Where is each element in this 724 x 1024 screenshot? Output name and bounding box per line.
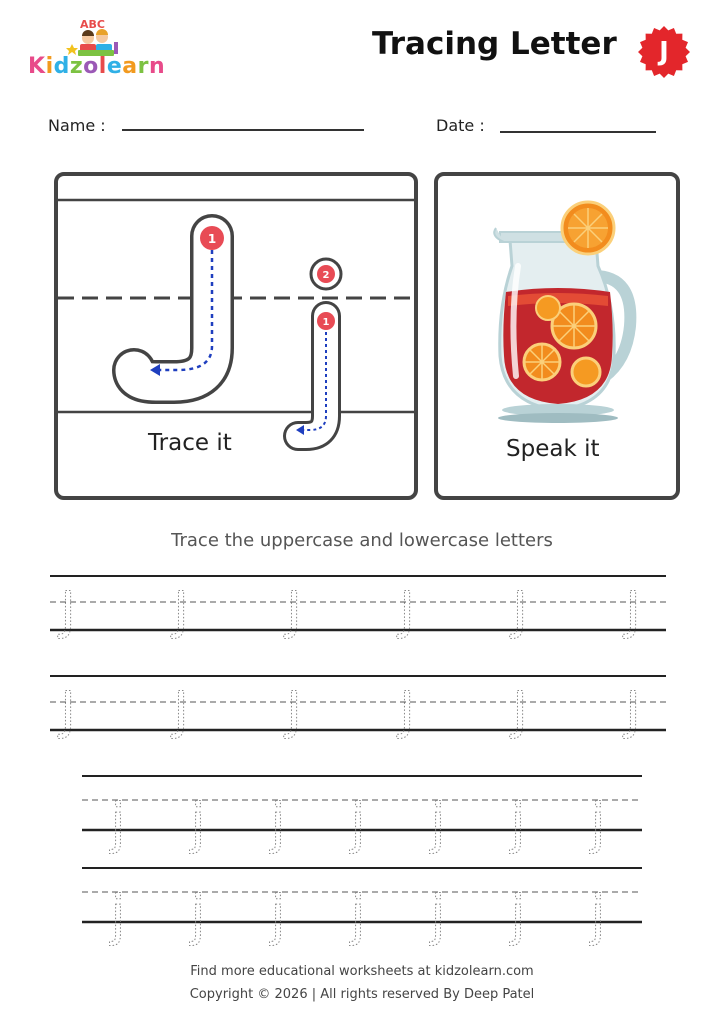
tracing-letter-uppercase: J xyxy=(622,681,640,741)
tracing-letter-uppercase: J xyxy=(622,581,640,641)
logo-letter: a xyxy=(122,54,138,79)
stroke-number: 1 xyxy=(323,317,330,328)
tracing-letter-uppercase: J xyxy=(396,581,414,641)
tracing-letter-lowercase: j xyxy=(189,884,205,947)
logo-abc-text: ABC xyxy=(80,18,105,31)
tracing-letter-lowercase: j xyxy=(349,884,365,947)
kidzolearn-logo: ABC Kidzolearn xyxy=(28,14,168,86)
tracing-letter-lowercase: j xyxy=(269,792,285,855)
page-title: Tracing Letter xyxy=(372,26,617,62)
date-label: Date : xyxy=(436,116,485,135)
tracing-letter-uppercase: J xyxy=(283,581,301,641)
stroke-number-2-icon xyxy=(317,265,335,283)
logo-letter: r xyxy=(137,54,149,79)
tracing-letter-lowercase: j xyxy=(589,884,605,947)
tracing-letter-uppercase: J xyxy=(509,681,527,741)
footer-website-note: Find more educational worksheets at kidz… xyxy=(190,964,534,979)
kids-reading-icon: ABC xyxy=(66,18,118,56)
tracing-letter-lowercase: j xyxy=(589,792,605,855)
tracing-letter-lowercase: j xyxy=(109,792,125,855)
tracing-letter-lowercase: j xyxy=(349,792,365,855)
tracing-letter-uppercase: J xyxy=(509,581,527,641)
tracing-letter-lowercase: j xyxy=(509,884,525,947)
tracing-letter-uppercase: J xyxy=(283,681,301,741)
date-field[interactable] xyxy=(500,131,656,133)
tracing-letter-uppercase: J xyxy=(396,681,414,741)
orange-juice-jug-icon xyxy=(493,200,637,423)
tracing-letter-uppercase: J xyxy=(170,581,188,641)
tracing-letter-lowercase: j xyxy=(429,792,445,855)
footer-copyright: Copyright © 2026 | All rights reserved B… xyxy=(189,987,535,1002)
tracing-letter-uppercase: J xyxy=(57,681,75,741)
stroke-number-1-icon xyxy=(317,312,335,330)
speak-caption: Speak it xyxy=(506,436,600,462)
practice-instruction: Trace the uppercase and lowercase letter… xyxy=(171,530,553,551)
trace-panel: 1 2 1 Trace it xyxy=(54,172,418,500)
logo-letter: d xyxy=(53,54,70,79)
logo-letter: K xyxy=(28,54,46,79)
logo-letter: o xyxy=(83,54,99,79)
logo-wordmark: Kidzolearn xyxy=(28,54,165,79)
logo-letter: z xyxy=(69,54,84,79)
stroke-number-1-icon xyxy=(200,226,224,250)
tracing-letter-lowercase: j xyxy=(509,792,525,855)
tracing-letter-lowercase: j xyxy=(189,792,205,855)
lowercase-arrow-icon xyxy=(296,425,304,435)
tracing-letter-lowercase: j xyxy=(109,884,125,947)
logo-letter: l xyxy=(98,54,107,79)
letter-badge: J xyxy=(638,26,690,78)
uppercase-arrow-icon xyxy=(150,364,160,376)
trace-letter-guide: 1 2 1 xyxy=(58,198,414,451)
tracing-letter-lowercase: j xyxy=(429,884,445,947)
logo-letter: i xyxy=(45,54,54,79)
tracing-letter-lowercase: j xyxy=(269,884,285,947)
trace-caption: Trace it xyxy=(148,430,232,456)
stroke-number: 1 xyxy=(208,232,216,246)
speak-panel: Speak it xyxy=(434,172,680,500)
tracing-letter-uppercase: J xyxy=(57,581,75,641)
logo-letter: n xyxy=(148,54,166,79)
name-field[interactable] xyxy=(122,129,364,131)
tracing-letter-uppercase: J xyxy=(170,681,188,741)
logo-letter: e xyxy=(106,54,123,79)
stroke-number: 2 xyxy=(323,270,330,281)
badge-starburst-icon xyxy=(638,26,690,78)
badge-letter: J xyxy=(659,37,669,67)
name-label: Name : xyxy=(48,116,106,135)
